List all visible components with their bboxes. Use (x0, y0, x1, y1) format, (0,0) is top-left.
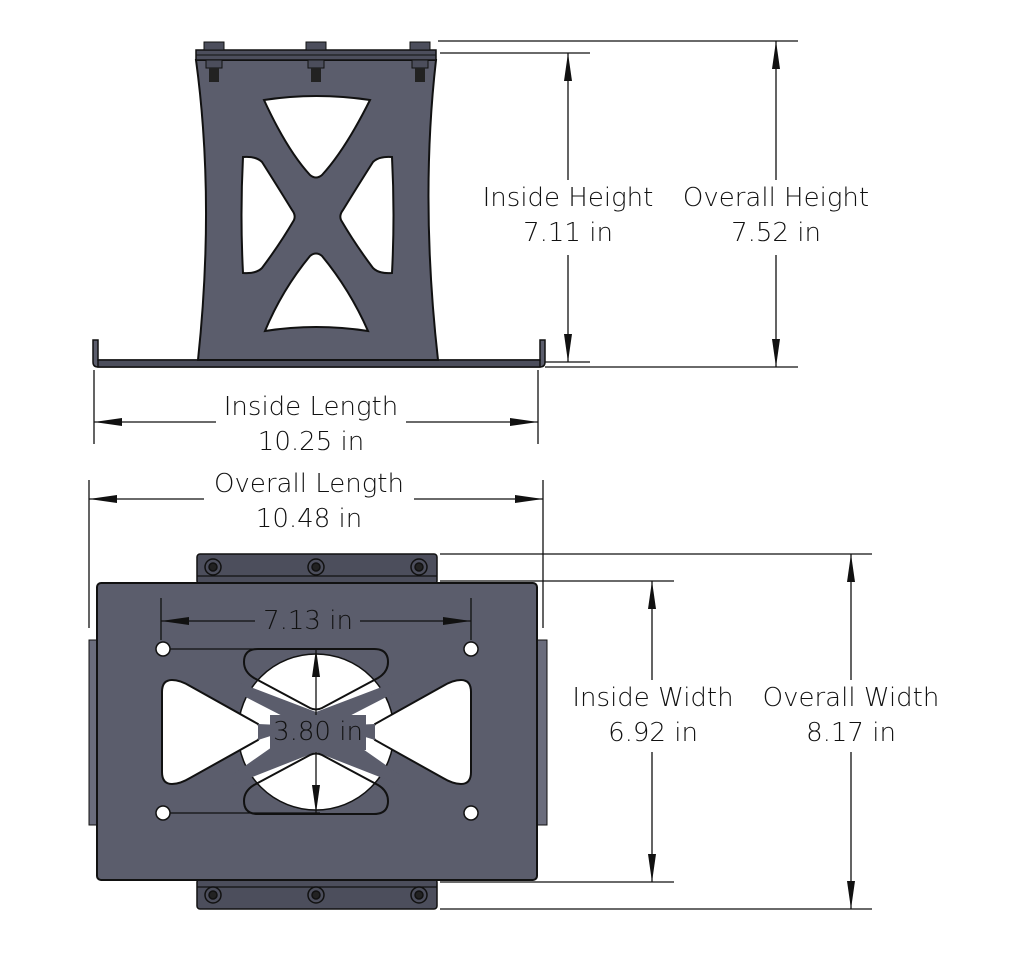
top-view-dimensions (88, 480, 872, 910)
overall-height-label: Overall Height 7.52 in (672, 181, 880, 251)
slot-top (242, 648, 390, 711)
hole-spacing-horizontal-label: 7.13 in (258, 604, 358, 639)
overall-length-value: 10.48 in (255, 504, 363, 534)
bolt-icon (204, 558, 428, 904)
inside-height-title: Inside Height (482, 183, 654, 213)
hole-spacing-vertical-value: 3.80 in (273, 717, 363, 747)
overall-length-title: Overall Length (214, 469, 404, 499)
cutout-right (339, 155, 395, 275)
overall-width-title: Overall Width (762, 683, 940, 713)
overall-width-label: Overall Width 8.17 in (752, 681, 950, 751)
bolt-icon (203, 41, 225, 82)
overall-length-label: Overall Length 10.48 in (204, 467, 414, 537)
overall-width-value: 8.17 in (806, 718, 896, 748)
cutout-left (161, 678, 262, 786)
mounting-hole-icon (155, 641, 479, 821)
hole-spacing-horizontal-value: 7.13 in (263, 606, 353, 636)
cutout-left (240, 155, 296, 275)
inside-height-label: Inside Height 7.11 in (474, 181, 662, 251)
overall-height-title: Overall Height (682, 183, 870, 213)
overall-height-value: 7.52 in (731, 218, 821, 248)
hole-spacing-vertical-label: 3.80 in (270, 715, 366, 750)
inside-height-value: 7.11 in (523, 218, 613, 248)
inside-width-title: Inside Width (572, 683, 734, 713)
inside-width-label: Inside Width 6.92 in (564, 681, 742, 751)
bolt-icon (409, 41, 431, 82)
inside-length-title: Inside Length (223, 392, 399, 422)
side-view-bracket (92, 41, 546, 368)
slot-bottom (242, 752, 390, 815)
inside-length-label: Inside Length 10.25 in (216, 390, 406, 460)
side-view-dimensions (93, 40, 798, 444)
cutout-top (262, 95, 372, 179)
upright-plate (194, 59, 440, 361)
inside-width-value: 6.92 in (608, 718, 698, 748)
inside-length-value: 10.25 in (257, 427, 365, 457)
cutout-right (371, 678, 472, 786)
cutout-bottom (263, 252, 370, 333)
bolt-icon (305, 41, 327, 82)
